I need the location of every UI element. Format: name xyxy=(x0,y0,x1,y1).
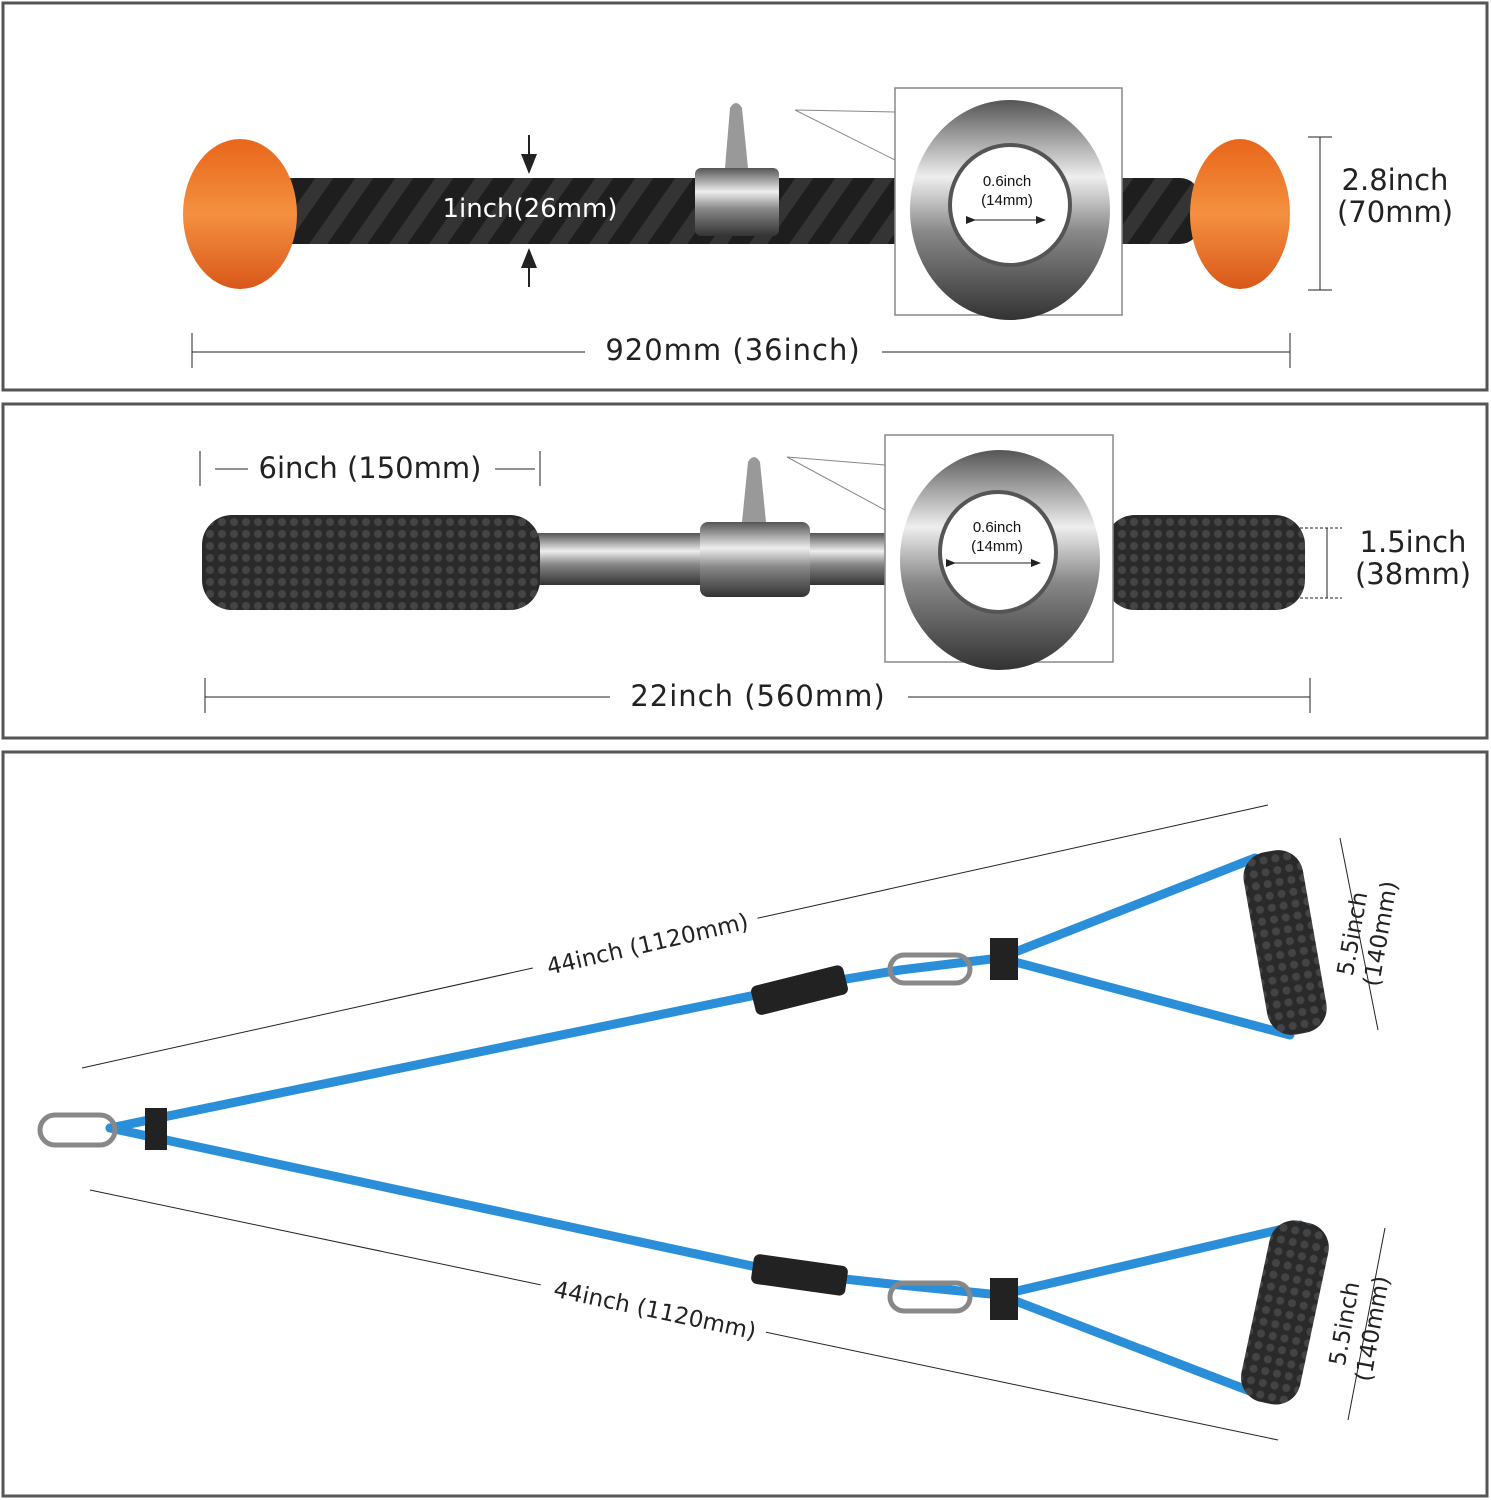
left-knurled-grip xyxy=(202,515,540,610)
rope-diameter-label: 1inch(26mm) xyxy=(442,194,617,224)
grip-diameter-mm-label: (38mm) xyxy=(1355,557,1471,591)
ring-size-mm-label: (14mm) xyxy=(971,538,1023,555)
lower-handle-grip xyxy=(1240,1220,1329,1405)
tricep-rope-panel: 0.6inch (14mm) 1inch(26mm) 2.8inch (70mm… xyxy=(1,1,1489,392)
knob-size-mm-label: (70mm) xyxy=(1337,195,1453,229)
ring-size-label: 0.6inch xyxy=(983,173,1031,190)
grip-diameter-label: 1.5inch xyxy=(1360,525,1467,559)
carabiner xyxy=(37,1112,118,1148)
knob-size-label: 2.8inch xyxy=(1342,163,1449,197)
ring-detail-inset: 0.6inch (14mm) xyxy=(894,87,1123,320)
grip-length-label: 6inch (150mm) xyxy=(259,451,482,485)
ring-detail-inset: 0.6inch (14mm) xyxy=(884,434,1114,670)
steel-swivel xyxy=(700,522,810,597)
right-knurled-grip xyxy=(1105,515,1305,610)
dual-handle-rope-panel: 44inch (1120mm) 44inch (1120mm) 5.5inch … xyxy=(1,750,1489,1498)
left-orange-knob xyxy=(183,139,297,289)
right-orange-knob xyxy=(1190,139,1290,289)
bar-length-label: 22inch (560mm) xyxy=(630,679,885,713)
upper-handle-grip xyxy=(1243,850,1327,1035)
rope-length-label: 920mm (36inch) xyxy=(605,333,860,367)
steel-swivel xyxy=(695,168,779,236)
ring-size-mm-label: (14mm) xyxy=(981,192,1033,209)
straight-bar-panel: 6inch (150mm) 0.6inch (14mm) 1.5inch (38… xyxy=(1,402,1489,740)
ring-size-label: 0.6inch xyxy=(973,519,1021,536)
